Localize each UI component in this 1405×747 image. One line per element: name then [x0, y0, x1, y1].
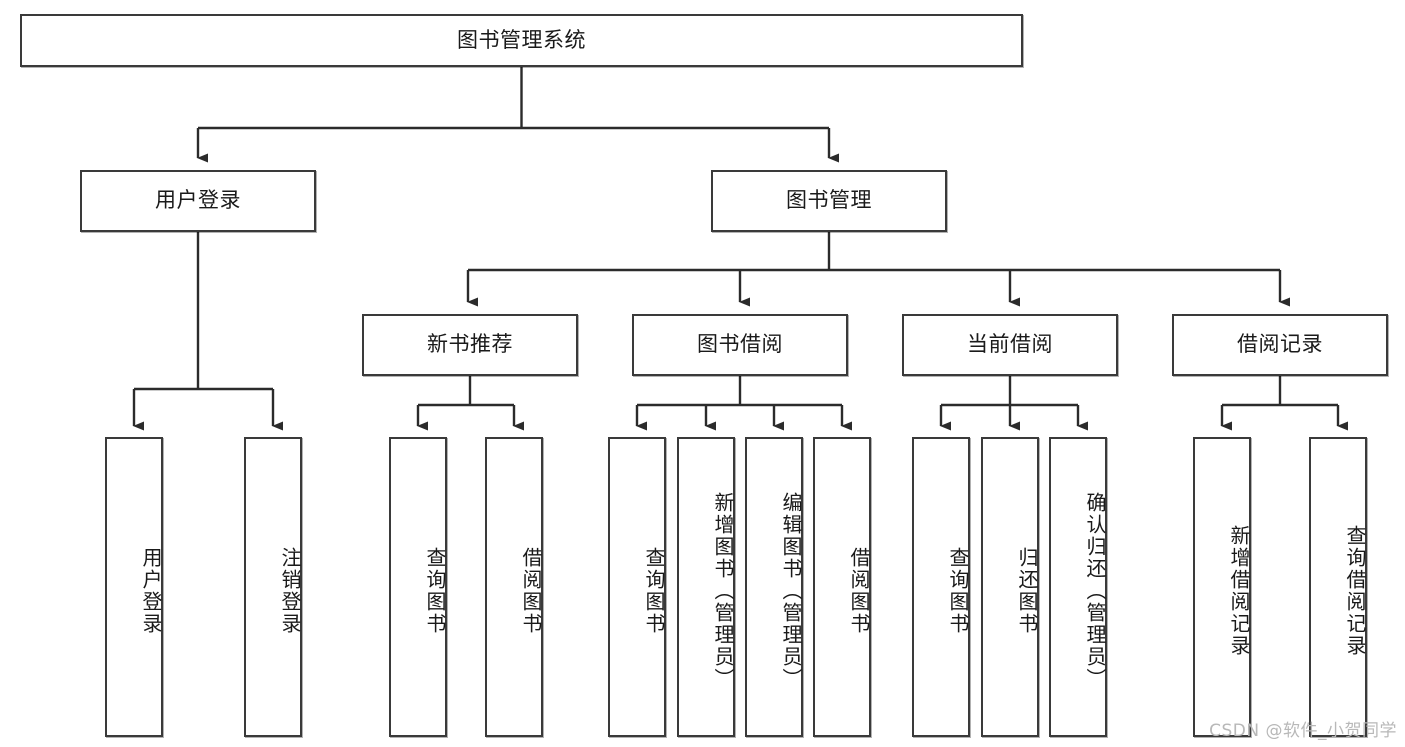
node-label: 新书推荐: [427, 332, 513, 357]
leaf-book-borrow-edit-book-admin[interactable]: 编辑图书（管理员）: [745, 437, 803, 737]
node-book-borrow[interactable]: 图书借阅: [632, 314, 848, 376]
leaf-user-login-logout[interactable]: 注销登录: [244, 437, 302, 737]
node-label: 当前借阅: [967, 332, 1053, 357]
leaf-new-book-borrow-book[interactable]: 借阅图书: [485, 437, 543, 737]
node-label: 新增图书（管理员）: [711, 492, 735, 690]
node-label: 确认归还（管理员）: [1083, 492, 1107, 690]
leaf-current-borrow-query-book[interactable]: 查询图书: [912, 437, 970, 737]
node-label: 图书借阅: [697, 332, 783, 357]
leaf-borrow-record-add-record[interactable]: 新增借阅记录: [1193, 437, 1251, 737]
node-label: 编辑图书（管理员）: [779, 492, 803, 690]
node-label: 查询图书: [946, 547, 970, 635]
node-label: 新增借阅记录: [1227, 525, 1251, 657]
node-current-borrow[interactable]: 当前借阅: [902, 314, 1118, 376]
leaf-book-borrow-query-book[interactable]: 查询图书: [608, 437, 666, 737]
node-root-book-management-system[interactable]: 图书管理系统: [20, 14, 1023, 67]
node-label: 图书管理: [786, 188, 872, 213]
leaf-current-borrow-confirm-return-admin[interactable]: 确认归还（管理员）: [1049, 437, 1107, 737]
node-label: 用户登录: [155, 188, 241, 213]
node-borrow-record[interactable]: 借阅记录: [1172, 314, 1388, 376]
node-user-login[interactable]: 用户登录: [80, 170, 316, 232]
node-label: 借阅图书: [847, 547, 871, 635]
leaf-book-borrow-add-book-admin[interactable]: 新增图书（管理员）: [677, 437, 735, 737]
leaf-current-borrow-return-book[interactable]: 归还图书: [981, 437, 1039, 737]
node-label: 注销登录: [278, 547, 302, 635]
node-label: 查询图书: [423, 547, 447, 635]
leaf-new-book-query-book[interactable]: 查询图书: [389, 437, 447, 737]
leaf-borrow-record-query-record[interactable]: 查询借阅记录: [1309, 437, 1367, 737]
csdn-watermark: CSDN @软件_小贺同学: [1209, 721, 1397, 741]
node-label: 借阅记录: [1237, 332, 1323, 357]
node-label: 图书管理系统: [457, 27, 586, 52]
node-label: 归还图书: [1015, 547, 1039, 635]
node-book-management[interactable]: 图书管理: [711, 170, 947, 232]
leaf-book-borrow-borrow-book[interactable]: 借阅图书: [813, 437, 871, 737]
leaf-user-login-login[interactable]: 用户登录: [105, 437, 163, 737]
node-label: 用户登录: [139, 547, 163, 635]
node-label: 借阅图书: [519, 547, 543, 635]
node-label: 查询借阅记录: [1343, 525, 1367, 657]
node-new-book-recommend[interactable]: 新书推荐: [362, 314, 578, 376]
node-label: 查询图书: [642, 547, 666, 635]
